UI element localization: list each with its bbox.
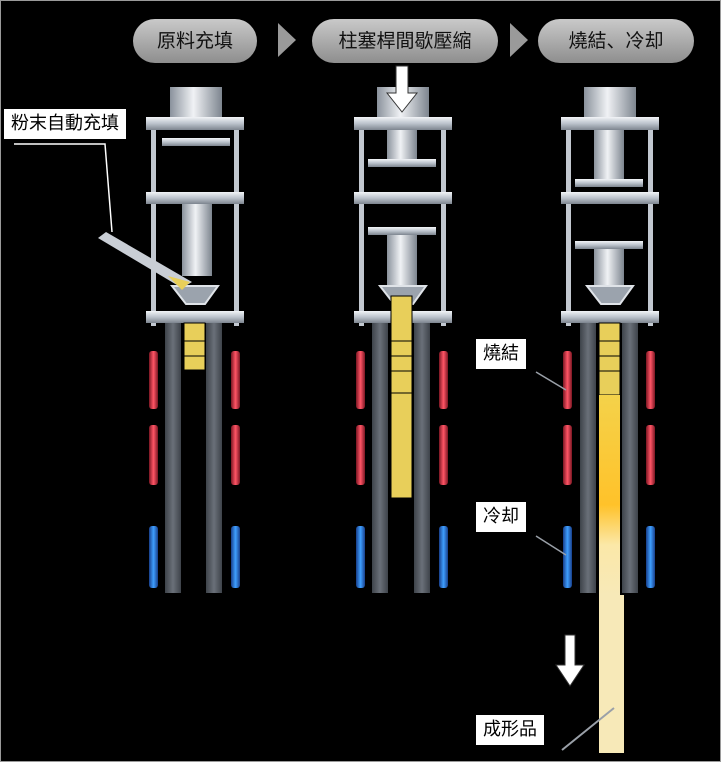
eject-arrow-icon	[555, 634, 585, 687]
punch-3	[594, 249, 624, 289]
step-arrow-1	[278, 23, 296, 57]
step-2-pill: 柱塞桿間歇壓縮	[312, 19, 498, 63]
label-product: 成形品	[476, 715, 544, 745]
cooler-1a	[149, 526, 158, 588]
powder-charge-1	[183, 322, 206, 371]
step-1-pill: 原料充填	[133, 19, 257, 63]
label-powder-feed: 粉末自動充填	[4, 109, 126, 139]
heater-1a	[149, 351, 158, 409]
press-cylinder-3	[584, 87, 636, 117]
compression-arrow-icon	[385, 65, 419, 113]
powder-feed-leader	[14, 143, 113, 233]
powder-column-2	[390, 295, 413, 499]
punch-2	[387, 235, 417, 287]
die-wall-left-1	[165, 323, 181, 593]
station-1-filling	[98, 87, 244, 593]
station-3-sintering	[535, 87, 659, 753]
powder-feeder-tube	[98, 232, 192, 288]
label-cooling: 冷却	[476, 502, 526, 532]
station-2-compression	[354, 65, 452, 593]
label-sintering: 燒結	[476, 339, 526, 369]
punch-1	[182, 204, 212, 276]
die-wall-right-1	[206, 323, 222, 593]
molded-product	[599, 595, 624, 753]
step-3-pill: 燒結、冷却	[538, 19, 694, 63]
sintered-zone	[599, 395, 620, 595]
top-plate-1	[146, 117, 244, 130]
step-arrow-2	[510, 23, 528, 57]
press-cylinder-1	[170, 87, 222, 117]
